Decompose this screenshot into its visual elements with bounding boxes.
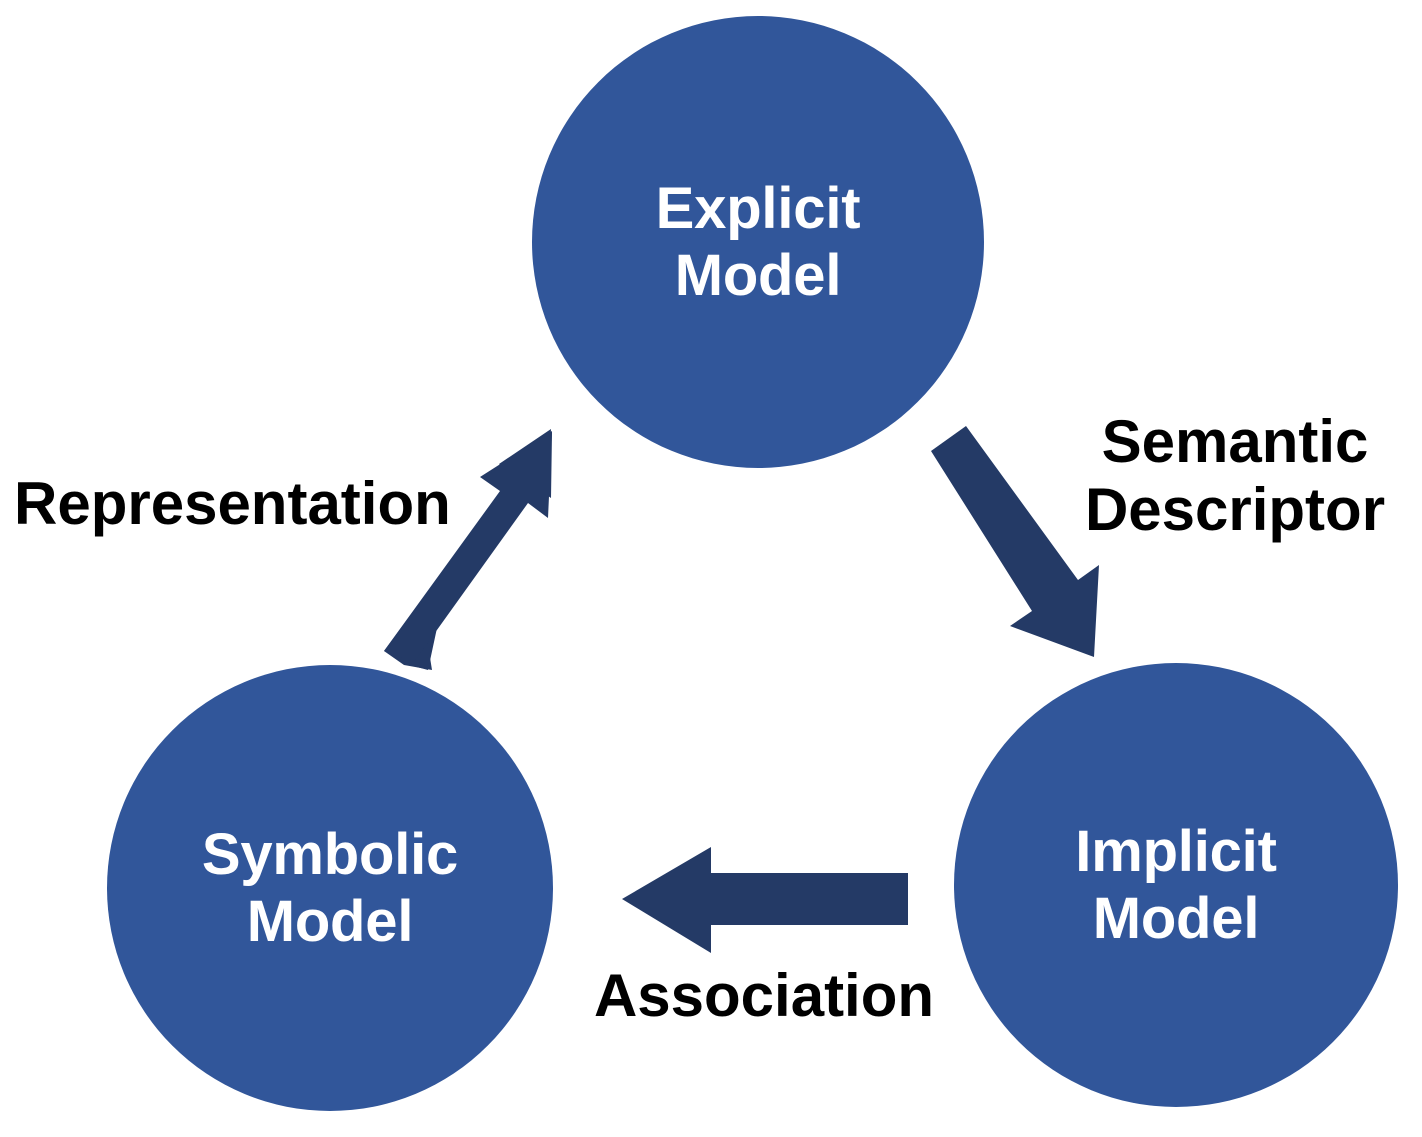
semantic-descriptor-arrow-icon bbox=[931, 426, 1099, 657]
node-implicit-model-label: Implicit Model bbox=[1075, 818, 1277, 951]
node-symbolic-model-label: Symbolic Model bbox=[201, 821, 459, 954]
node-explicit-model[interactable]: Explicit Model bbox=[532, 16, 984, 468]
association-arrow-icon bbox=[622, 847, 908, 953]
node-implicit-model[interactable]: Implicit Model bbox=[954, 663, 1398, 1107]
node-symbolic-model[interactable]: Symbolic Model bbox=[107, 665, 553, 1111]
node-explicit-model-label: Explicit Model bbox=[655, 175, 861, 308]
representation-arrow-icon bbox=[384, 429, 552, 670]
edge-label-association: Association bbox=[593, 962, 935, 1029]
edge-label-semantic-descriptor: Semantic Descriptor bbox=[1084, 408, 1386, 544]
edge-label-representation: Representation bbox=[14, 470, 451, 537]
